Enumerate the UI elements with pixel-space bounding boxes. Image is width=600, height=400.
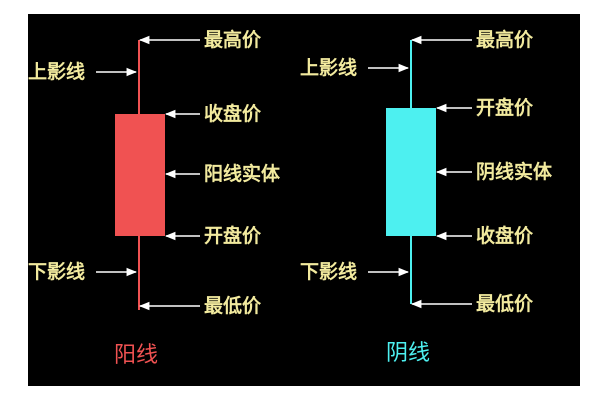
bearish-upper-shadow-label: 上影线: [300, 57, 358, 79]
bullish-low-label: 最低价: [204, 295, 262, 317]
bullish-close-label: 收盘价: [204, 103, 262, 125]
bearish-candle: [386, 40, 436, 304]
bearish-high-label: 最高价: [476, 29, 534, 51]
bullish-high-label: 最高价: [204, 29, 262, 51]
bullish-body: [115, 114, 165, 236]
bearish-arrows: [368, 35, 472, 309]
bullish-arrows: [96, 35, 200, 311]
bearish-lower-shadow-label: 下影线: [300, 261, 358, 283]
bearish-body-label: 阴线实体: [476, 161, 553, 183]
bullish-open-label: 开盘价: [204, 225, 262, 247]
bearish-open-label: 开盘价: [476, 97, 534, 119]
bullish-upper-shadow-label: 上影线: [28, 61, 86, 83]
diagram-graphics: [96, 35, 472, 311]
bearish-title: 阴线: [386, 341, 431, 366]
bearish-low-label: 最低价: [476, 293, 534, 315]
bullish-lower-shadow-label: 下影线: [28, 261, 86, 283]
bullish-body-label: 阳线实体: [204, 163, 281, 185]
bullish-title: 阳线: [114, 343, 159, 368]
bullish-candle: [115, 40, 165, 310]
bearish-close-label: 收盘价: [476, 225, 534, 247]
bearish-body: [386, 108, 436, 236]
candlestick-diagram: 最高价 上影线 收盘价 阳线实体 开盘价 下影线 最低价 阳线 最高价 上影线 …: [28, 14, 580, 386]
